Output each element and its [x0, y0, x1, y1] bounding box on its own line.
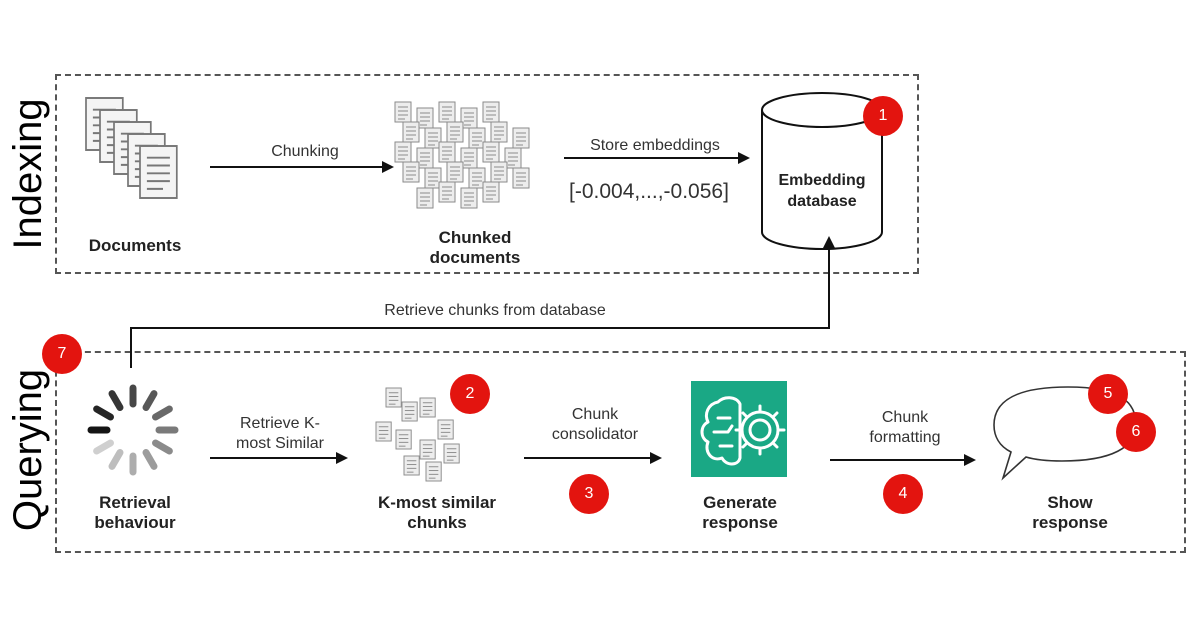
step-badge-3: 3 [569, 474, 609, 514]
mini-document-icon [482, 141, 500, 163]
mini-document-icon [375, 421, 392, 442]
mini-document-icon [425, 461, 442, 482]
mini-document-icon [437, 419, 454, 440]
step-badge-6: 6 [1116, 412, 1156, 452]
retrieve-chunks-arrow [130, 236, 835, 368]
chunked-documents-label-line2: documents [429, 248, 521, 267]
chunk-consolidator-label: Chunk consolidator [530, 405, 660, 445]
show-response-label: Show response [1000, 493, 1140, 533]
generate-response-label: Generate response [670, 493, 810, 533]
mini-document-icon [385, 387, 402, 408]
mini-document-icon [512, 167, 530, 189]
generate-response-label-line1: Generate [703, 493, 777, 512]
retrieval-behaviour-label-line2: behaviour [94, 513, 176, 532]
mini-document-icon [482, 181, 500, 203]
mini-document-icon [443, 443, 460, 464]
chunk-formatting-label-line2: formatting [869, 429, 941, 446]
step-badge-2: 2 [450, 374, 490, 414]
k-most-similar-chunks-label: K-most similar chunks [352, 493, 522, 533]
mini-document-icon [402, 161, 420, 183]
retrieve-k-label-line1: Retrieve K- [239, 415, 321, 432]
mini-document-icon [403, 455, 420, 476]
loading-spinner-icon [87, 384, 179, 476]
mini-document-icon [402, 121, 420, 143]
retrieve-chunks-label: Retrieve chunks from database [384, 302, 606, 319]
generate-response-label-line2: response [702, 513, 778, 532]
spinner-spoke [93, 439, 114, 455]
chunk-formatting-label: Chunk formatting [840, 408, 970, 448]
mini-document-icon [446, 161, 464, 183]
show-response-label-line2: response [1032, 513, 1108, 532]
mini-document-icon [438, 101, 456, 123]
mini-document-icon [490, 161, 508, 183]
documents-label: Documents [88, 236, 182, 255]
chunked-documents-label: Chunked documents [400, 228, 550, 268]
mini-document-icon [490, 121, 508, 143]
embedding-database-label-line2: database [787, 193, 857, 210]
retrieve-k-label-line2: most Similar [235, 435, 324, 452]
spinner-spoke [152, 439, 173, 455]
k-most-similar-chunks-label-line2: chunks [407, 513, 467, 532]
k-most-similar-chunks-label-line1: K-most similar [377, 493, 497, 512]
mini-document-icon [460, 187, 478, 209]
querying-section [55, 351, 1186, 553]
embedding-database-label: Embedding database [762, 170, 882, 212]
spinner-spoke [142, 449, 158, 470]
document-stack-icon [85, 97, 178, 199]
chunk-consolidator-label-line2: consolidator [551, 426, 639, 443]
ai-brain-gear-icon [691, 381, 787, 477]
chunked-documents-icon [394, 101, 530, 209]
mini-document-icon [482, 101, 500, 123]
indexing-section [55, 74, 919, 274]
step-badge-7: 7 [42, 334, 82, 374]
retrieve-k-label: Retrieve K- most Similar [215, 414, 345, 454]
chunked-documents-label-line1: Chunked [438, 228, 512, 247]
mini-document-icon [446, 121, 464, 143]
spinner-spoke [152, 405, 173, 421]
mini-document-icon [394, 101, 412, 123]
chunking-label: Chunking [271, 143, 339, 160]
show-response-label-line1: Show [1047, 493, 1093, 512]
store-embeddings-label: Store embeddings [590, 137, 720, 154]
step-badge-5: 5 [1088, 374, 1128, 414]
chunk-formatting-label-line1: Chunk [881, 409, 929, 426]
spinner-spoke [93, 405, 114, 421]
database-cylinder-icon [761, 92, 883, 250]
embedding-vector-label: [-0.004,...,-0.056] [569, 180, 729, 203]
embedding-database-label-line1: Embedding [778, 172, 866, 189]
mini-document-icon [394, 141, 412, 163]
mini-document-icon [512, 127, 530, 149]
step-badge-1: 1 [863, 96, 903, 136]
small-document-cluster-icon [375, 387, 460, 482]
retrieval-behaviour-label: Retrieval behaviour [70, 493, 200, 533]
spinner-spoke [142, 390, 158, 411]
spinner-spoke [108, 390, 124, 411]
mini-document-icon [438, 141, 456, 163]
spinner-spoke [108, 449, 124, 470]
mini-document-icon [419, 397, 436, 418]
chunk-consolidator-label-line1: Chunk [571, 406, 619, 423]
retrieval-behaviour-label-line1: Retrieval [99, 493, 171, 512]
step-badge-4: 4 [883, 474, 923, 514]
mini-document-icon [419, 439, 436, 460]
mini-document-icon [438, 181, 456, 203]
mini-document-icon [416, 187, 434, 209]
mini-document-icon [395, 429, 412, 450]
mini-document-icon [401, 401, 418, 422]
